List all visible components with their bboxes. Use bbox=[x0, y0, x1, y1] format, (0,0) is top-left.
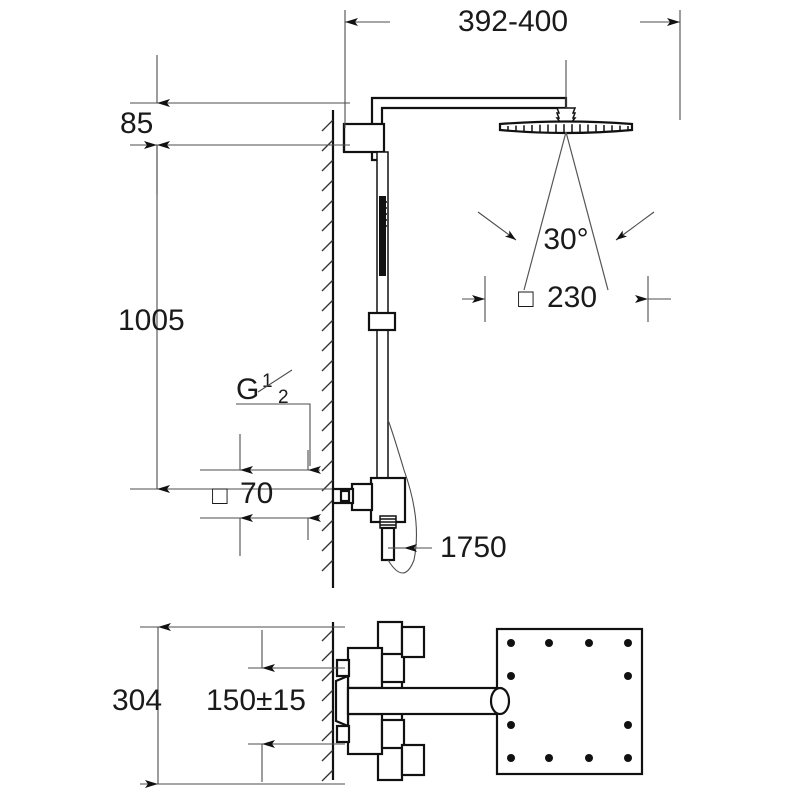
dim-valve-height: 1005 bbox=[118, 141, 340, 493]
plan-wall-section bbox=[321, 622, 335, 782]
square-symbol-230: □ bbox=[518, 283, 534, 313]
spray-cone bbox=[477, 60, 655, 291]
thread-spec-label: G 1 2 bbox=[236, 369, 293, 408]
valve-spacing-label: 70 bbox=[240, 477, 273, 510]
elevation-view: 30° 392-400 85 1005 bbox=[118, 5, 681, 588]
thread-spec-leader bbox=[236, 403, 311, 466]
dim-hose-length: 1750 bbox=[388, 531, 507, 564]
thread-denominator: 2 bbox=[278, 387, 289, 408]
plan-inlet-centers-label: 150±15 bbox=[206, 684, 306, 717]
spray-angle-label: 30° bbox=[543, 223, 588, 256]
hose-length-label: 1750 bbox=[440, 531, 507, 564]
wall-section bbox=[321, 110, 335, 588]
dim-arm-offset: 85 bbox=[120, 55, 350, 195]
dim-valve-spacing: □ 70 bbox=[200, 434, 321, 556]
head-size-label: 230 bbox=[547, 281, 597, 314]
thread-numerator: 1 bbox=[262, 371, 273, 392]
plan-nozzle-dots bbox=[507, 639, 632, 762]
arm-projection-label: 392-400 bbox=[458, 5, 568, 38]
arm-offset-label: 85 bbox=[120, 107, 153, 140]
thread-letter: G bbox=[236, 373, 259, 406]
head-shower bbox=[498, 107, 634, 135]
plan-view: 304 150±15 bbox=[112, 620, 644, 788]
plan-overall-label: 304 bbox=[112, 684, 162, 717]
dim-head-size: □ 230 bbox=[462, 276, 671, 322]
hand-shower bbox=[379, 196, 387, 276]
square-symbol-70: □ bbox=[212, 480, 228, 510]
slider-bracket bbox=[367, 311, 397, 332]
shower-hose bbox=[379, 419, 418, 574]
dim-plan-overall: 304 bbox=[112, 623, 345, 788]
valve-height-label: 1005 bbox=[118, 304, 185, 337]
head-shower-plan-plate bbox=[489, 627, 644, 776]
dim-arm-projection: 392-400 bbox=[344, 5, 681, 128]
dim-plan-inlet-centers: 150±15 bbox=[206, 630, 345, 782]
